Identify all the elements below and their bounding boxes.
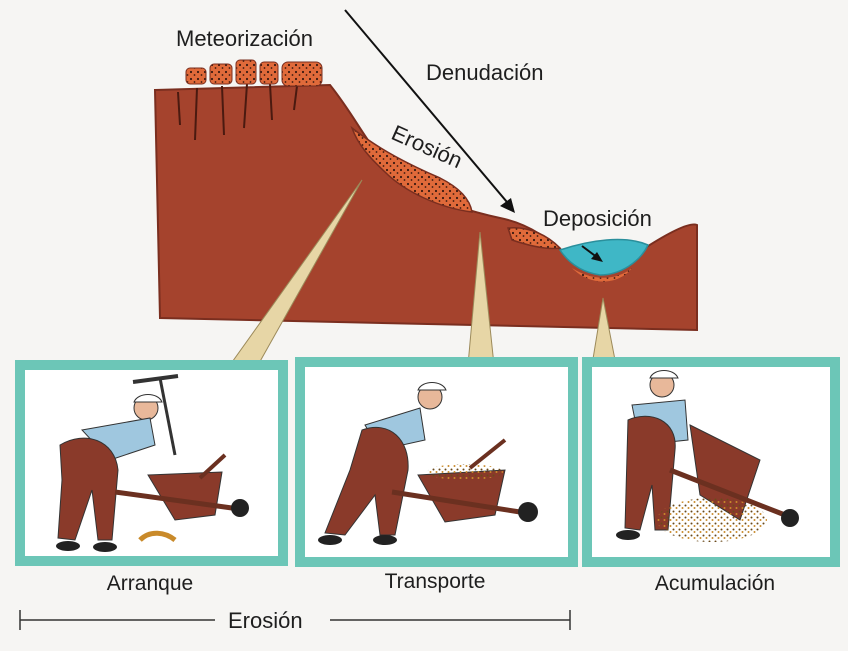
caption-acumulacion: Acumulación <box>630 572 800 596</box>
caption-arranque: Arranque <box>70 572 230 596</box>
deposicion-label: Deposición <box>543 206 652 232</box>
weathered-blocks <box>186 60 322 86</box>
denudacion-label: Denudación <box>426 60 543 86</box>
meteorizacion-label: Meteorización <box>176 26 313 52</box>
caption-transporte: Transporte <box>355 570 515 594</box>
bracket-erosion-label: Erosión <box>228 608 303 634</box>
